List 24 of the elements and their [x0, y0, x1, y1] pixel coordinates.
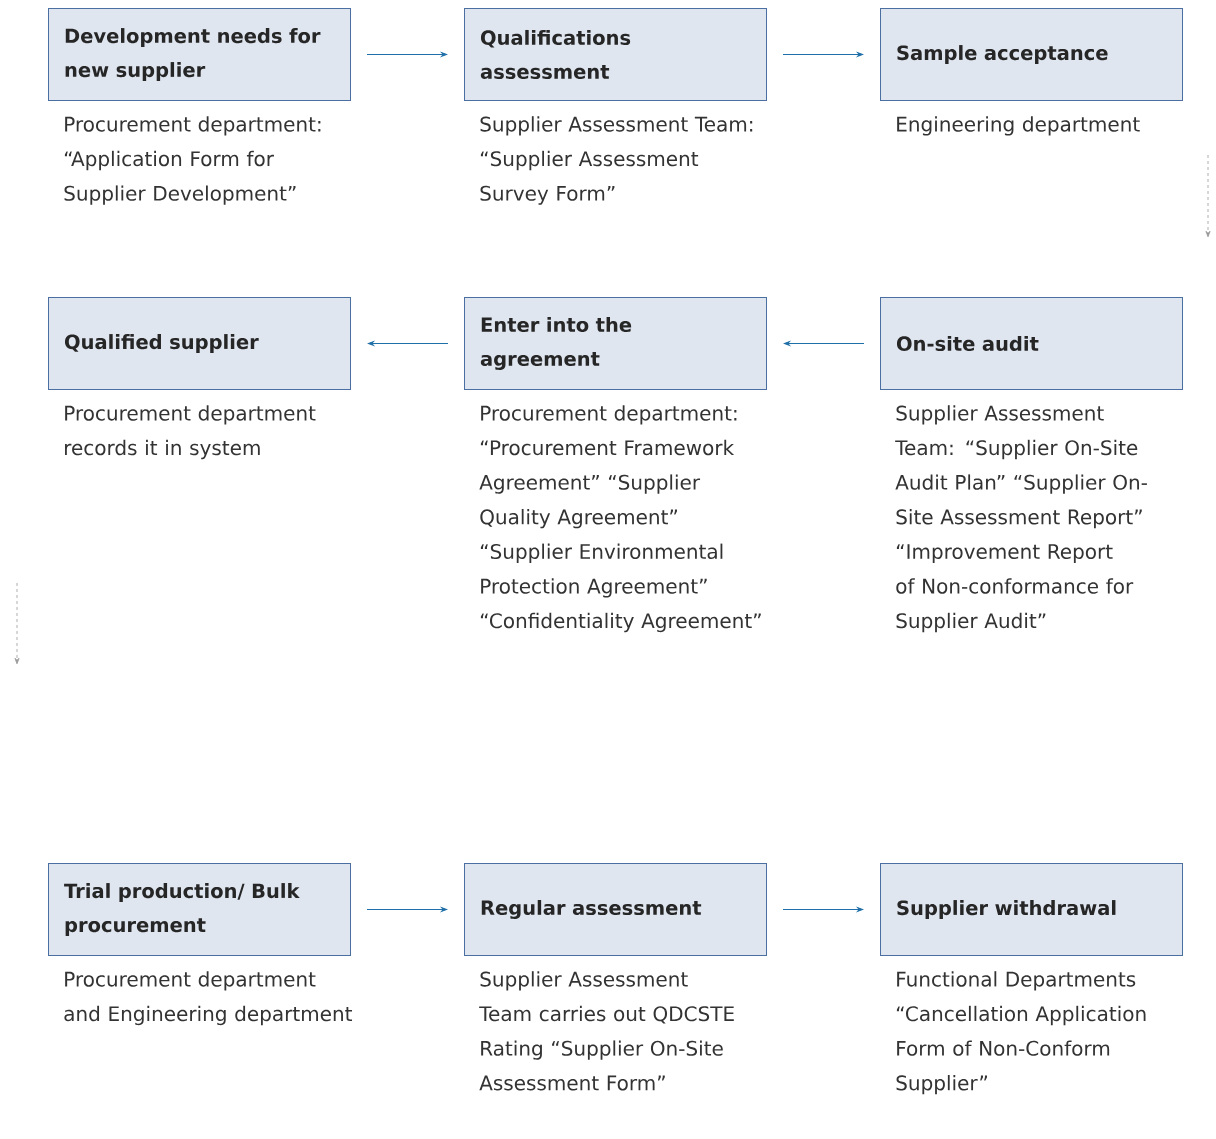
description-text: Procurement department: “Procurement Framework Agreement” “Supplier Quality Agreement” “Supplier Environmental Protection Agreement” “Confidentiality Agreement”	[479, 405, 761, 633]
description-text: Procurement department: “Application Form for Supplier Development”	[64, 116, 321, 205]
process-box: On-site audit	[880, 297, 1183, 390]
description-text: Procurement department and Engineering department	[64, 971, 352, 1026]
arrow	[782, 907, 864, 912]
process-box: Enter into the agreement	[464, 297, 767, 390]
description-text: Supplier Assessment Team: “Supplier On-Site Audit Plan” “Supplier On-Site Assessment Report” “Improvement Report of Non-conformance for Supplier Audit”	[895, 405, 1147, 633]
arrow	[783, 341, 865, 346]
description-text: Procurement department records it in system	[65, 405, 316, 460]
process-box: Qualified supplier	[48, 297, 351, 390]
arrow	[366, 52, 448, 57]
description-text: Supplier Assessment Team: “Supplier Assessment Survey Form”	[480, 116, 753, 205]
process-box: Qualifications assessment	[464, 8, 767, 101]
description-text: Engineering department	[897, 116, 1140, 136]
process-box: Development needs for new supplier	[48, 8, 351, 101]
process-box: Regular assessment	[464, 863, 767, 956]
arrow	[367, 341, 449, 346]
process-box: Sample acceptance	[880, 8, 1183, 101]
arrow	[366, 907, 448, 912]
process-box: Trial production/ Bulk procurement	[48, 863, 351, 956]
arrow	[782, 52, 864, 57]
description-text: Functional Departments “Cancellation Application Form of Non-Conform Supplier”	[896, 971, 1146, 1095]
process-box: Supplier withdrawal	[880, 863, 1183, 956]
description-text: Supplier Assessment Team carries out QDCSTE Rating “Supplier On-Site Assessment Form”	[479, 971, 734, 1091]
